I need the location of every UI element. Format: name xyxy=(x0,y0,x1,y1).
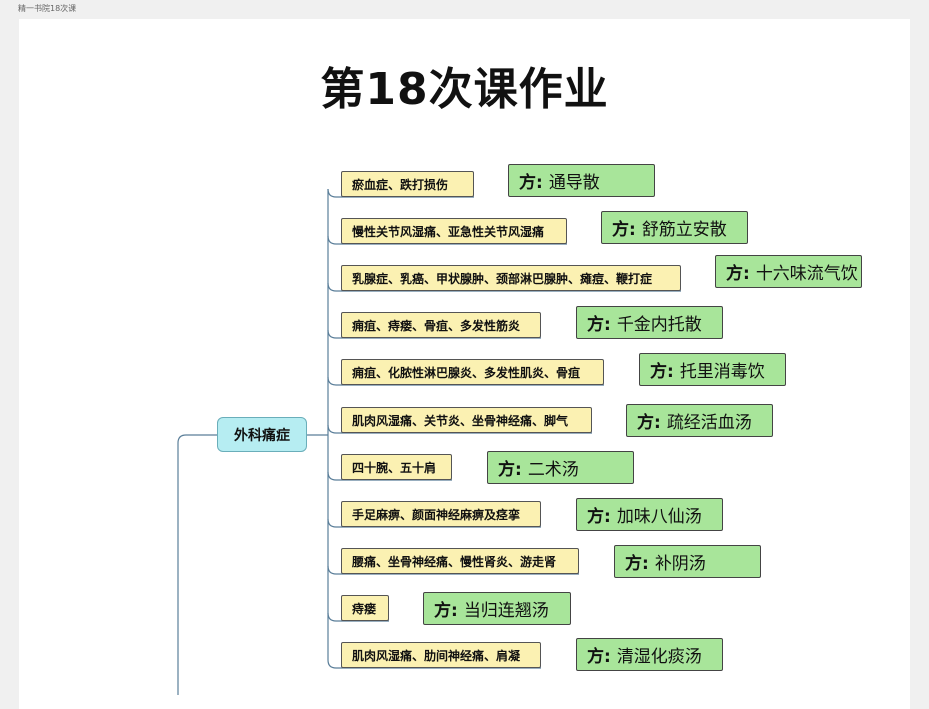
condition-node[interactable]: 痔瘘 xyxy=(341,595,389,621)
connector-line xyxy=(177,434,217,695)
condition-node[interactable]: 手足麻痹、颜面神经麻痹及痉挛 xyxy=(341,501,541,527)
condition-node[interactable]: 肌肉风湿痛、肋间神经痛、肩凝 xyxy=(341,642,541,668)
formula-name: 千金内托散 xyxy=(616,315,702,335)
formula-node[interactable]: 方:补阴汤 xyxy=(614,545,761,578)
formula-prefix: 方: xyxy=(498,460,522,480)
document-tab-title[interactable]: 精一书院18次课 xyxy=(18,4,77,13)
formula-name: 疏经活血汤 xyxy=(666,413,752,433)
formula-node[interactable]: 方:清湿化痰汤 xyxy=(576,638,723,671)
formula-node[interactable]: 方:二术汤 xyxy=(487,451,634,484)
formula-prefix: 方: xyxy=(726,264,750,284)
formula-name: 清湿化痰汤 xyxy=(616,647,702,667)
formula-node[interactable]: 方:托里消毒饮 xyxy=(639,353,786,386)
formula-prefix: 方: xyxy=(650,362,674,382)
condition-node[interactable]: 瘀血症、跌打损伤 xyxy=(341,171,474,197)
formula-prefix: 方: xyxy=(519,173,543,193)
root-node[interactable]: 外科痛症 xyxy=(217,417,307,452)
formula-name: 舒筋立安散 xyxy=(641,220,727,240)
formula-node[interactable]: 方:加味八仙汤 xyxy=(576,498,723,531)
formula-name: 托里消毒饮 xyxy=(679,362,765,382)
formula-node[interactable]: 方:舒筋立安散 xyxy=(601,211,748,244)
formula-node[interactable]: 方:千金内托散 xyxy=(576,306,723,339)
condition-node[interactable]: 慢性关节风湿痛、亚急性关节风湿痛 xyxy=(341,218,567,244)
condition-node[interactable]: 痈疽、化脓性淋巴腺炎、多发性肌炎、骨疽 xyxy=(341,359,604,385)
formula-name: 二术汤 xyxy=(527,460,579,480)
page-title: 第18次课作业 xyxy=(320,64,609,115)
connector-line xyxy=(327,659,541,669)
formula-node[interactable]: 方:十六味流气饮 xyxy=(715,255,862,288)
formula-prefix: 方: xyxy=(434,601,458,621)
formula-prefix: 方: xyxy=(637,413,661,433)
formula-name: 十六味流气饮 xyxy=(755,264,858,284)
formula-name: 当归连翘汤 xyxy=(463,601,549,621)
formula-prefix: 方: xyxy=(612,220,636,240)
formula-name: 加味八仙汤 xyxy=(616,507,702,527)
formula-prefix: 方: xyxy=(587,647,611,667)
condition-node[interactable]: 乳腺症、乳癌、甲状腺肿、颈部淋巴腺肿、瘫痘、鞭打症 xyxy=(341,265,681,291)
formula-name: 补阴汤 xyxy=(654,554,706,574)
formula-name: 通导散 xyxy=(548,173,600,193)
formula-prefix: 方: xyxy=(587,507,611,527)
formula-prefix: 方: xyxy=(587,315,611,335)
condition-node[interactable]: 痈疽、痔瘘、骨疽、多发性筋炎 xyxy=(341,312,541,338)
condition-node[interactable]: 肌肉风湿痛、关节炎、坐骨神经痛、脚气 xyxy=(341,407,592,433)
condition-node[interactable]: 腰痛、坐骨神经痛、慢性肾炎、游走肾 xyxy=(341,548,579,574)
condition-node[interactable]: 四十腕、五十肩 xyxy=(341,454,452,480)
formula-node[interactable]: 方:疏经活血汤 xyxy=(626,404,773,437)
formula-node[interactable]: 方:通导散 xyxy=(508,164,655,197)
formula-node[interactable]: 方:当归连翘汤 xyxy=(423,592,571,625)
formula-prefix: 方: xyxy=(625,554,649,574)
